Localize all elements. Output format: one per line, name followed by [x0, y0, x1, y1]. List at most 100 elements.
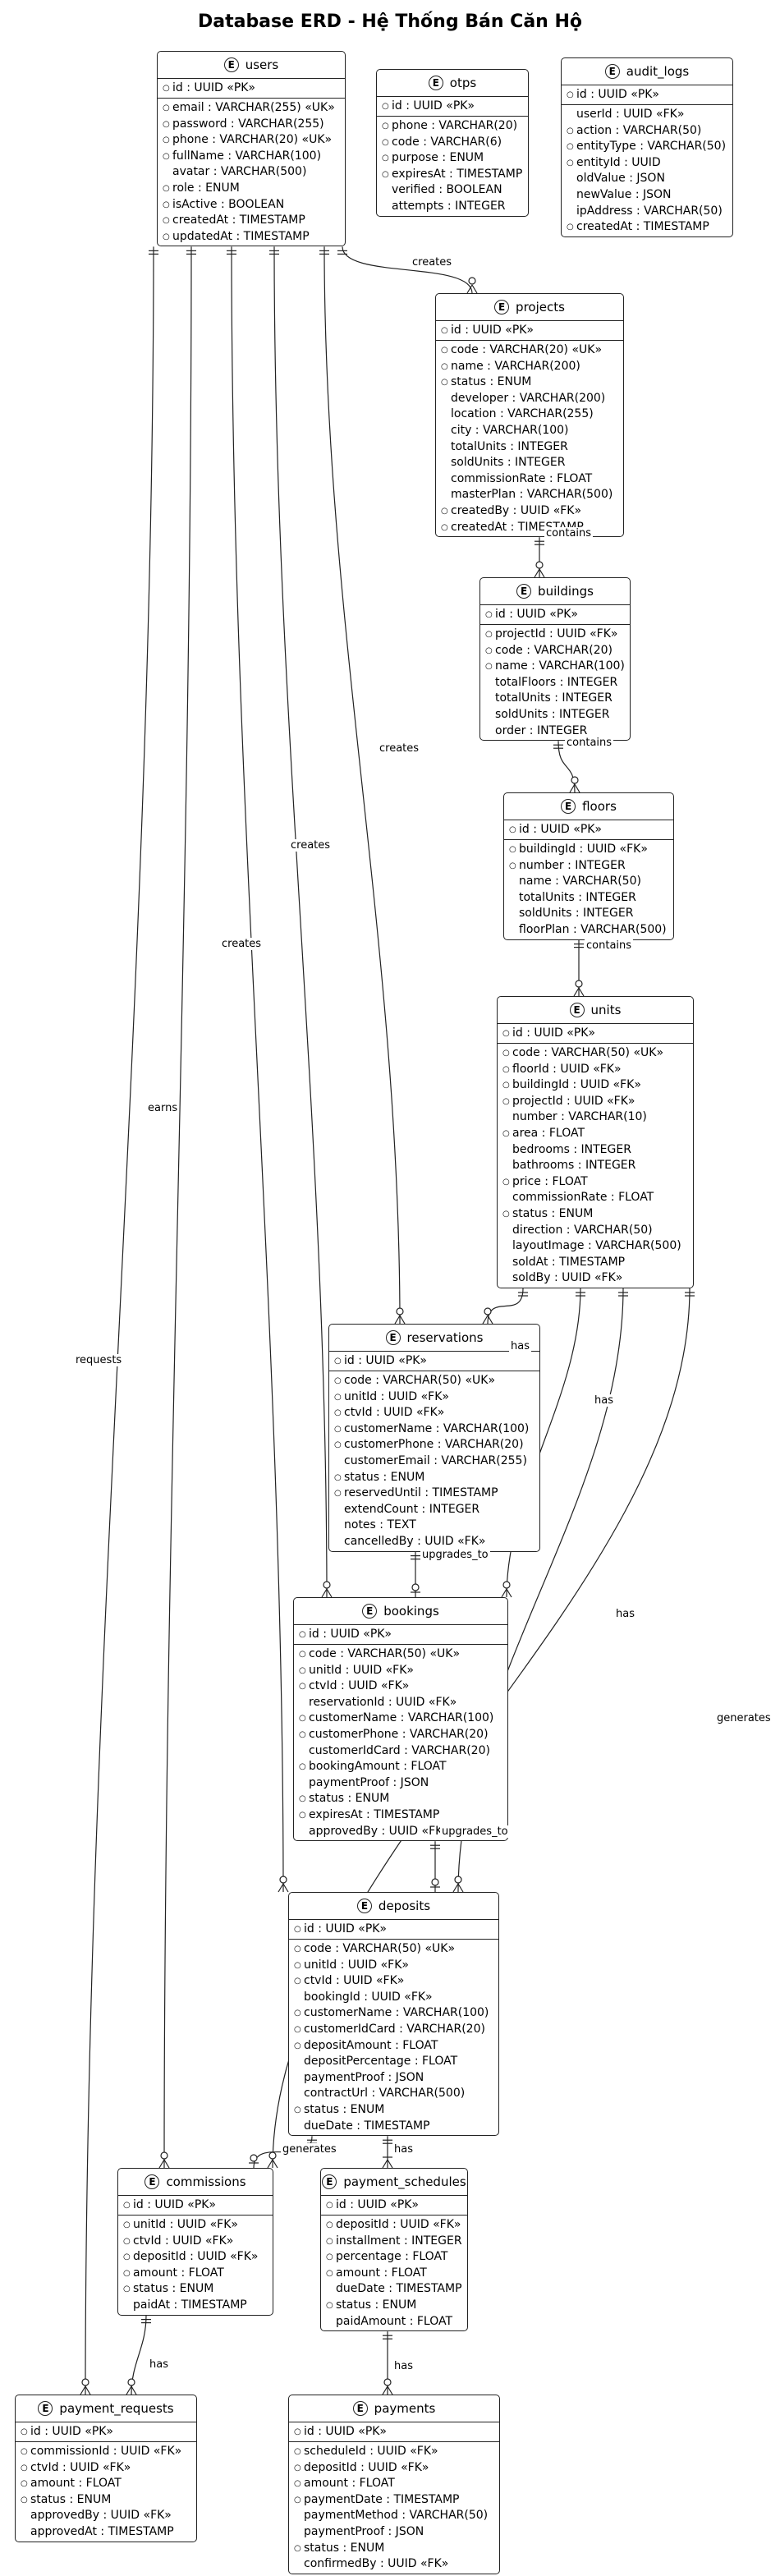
one-marker-icon — [149, 250, 158, 255]
attribute-row: extendCount : INTEGER — [329, 1502, 539, 1518]
relation-projects-buildings — [534, 537, 545, 578]
attribute-row: ○fullName : VARCHAR(100) — [158, 149, 345, 165]
entity-name: users — [245, 57, 279, 72]
required-marker-icon: ○ — [502, 1209, 510, 1219]
attribute-label: paidAmount : FLOAT — [336, 2314, 453, 2328]
required-marker-icon: ○ — [299, 1714, 306, 1724]
one-marker-icon — [574, 943, 584, 948]
attribute-row: depositPercentage : FLOAT — [289, 2054, 498, 2070]
entity-name: payment_schedules — [343, 2174, 466, 2189]
attribute-row: developer : VARCHAR(200) — [436, 391, 623, 407]
relation-label: creates — [289, 839, 333, 852]
required-marker-icon: ○ — [326, 2236, 333, 2246]
attribute-label: soldBy : UUID «FK» — [512, 1271, 623, 1285]
attribute-label: bedrooms : INTEGER — [512, 1142, 631, 1156]
required-marker-icon: ○ — [163, 151, 170, 161]
attribute-list: ○commissionId : UUID «FK»○ctvId : UUID «… — [16, 2442, 196, 2544]
attribute-label: id : UUID «PK» — [133, 2198, 217, 2211]
required-marker-icon: ○ — [299, 1682, 306, 1692]
entity-name: buildings — [538, 584, 594, 599]
required-marker-icon: ○ — [567, 126, 574, 135]
one-marker-icon — [553, 744, 563, 749]
attribute-label: ctvId : UUID «FK» — [344, 1406, 445, 1420]
entity-name: otps — [449, 76, 477, 90]
attribute-label: status : ENUM — [451, 375, 532, 389]
primary-key-attribute: ○id : UUID «PK» — [436, 321, 623, 340]
entity-badge-icon: E — [516, 584, 532, 599]
required-marker-icon: ○ — [299, 1810, 306, 1820]
primary-key-section: ○id : UUID «PK» — [436, 321, 623, 341]
attribute-label: customerEmail : VARCHAR(255) — [344, 1453, 527, 1467]
required-marker-icon: ○ — [123, 2201, 131, 2210]
relation-label: has — [614, 1608, 636, 1620]
required-marker-icon: ○ — [163, 183, 170, 193]
attribute-label: buildingId : UUID «FK» — [519, 843, 648, 856]
attribute-label: code : VARCHAR(50) «UK» — [512, 1046, 664, 1059]
attribute-label: commissionRate : FLOAT — [451, 471, 593, 485]
one-marker-icon — [337, 250, 347, 255]
entity-badge-icon: E — [385, 1330, 401, 1345]
required-marker-icon: ○ — [294, 2427, 301, 2436]
attribute-row: dueDate : TIMESTAMP — [321, 2281, 467, 2298]
zero-many-marker-icon — [534, 561, 545, 578]
one-many-marker-icon — [382, 2156, 393, 2169]
required-marker-icon: ○ — [294, 1977, 301, 1986]
attribute-label: status : ENUM — [336, 2298, 417, 2312]
required-marker-icon: ○ — [294, 1945, 301, 1954]
required-marker-icon: ○ — [334, 1376, 342, 1385]
attribute-row: ○createdBy : UUID «FK» — [436, 503, 623, 520]
attribute-label: masterPlan : VARCHAR(500) — [451, 488, 613, 502]
one-marker-icon — [383, 2335, 392, 2340]
attribute-label: code : VARCHAR(50) «UK» — [344, 1374, 496, 1387]
attribute-row: paymentProof : JSON — [289, 2070, 498, 2087]
attribute-label: code : VARCHAR(50) «UK» — [304, 1942, 456, 1955]
primary-key-attribute: ○id : UUID «PK» — [562, 85, 732, 104]
attribute-label: createdAt : TIMESTAMP — [576, 220, 709, 234]
attribute-row: ○bookingAmount : FLOAT — [294, 1759, 507, 1775]
attribute-row: ○isActive : BOOLEAN — [158, 197, 345, 214]
relation-users-bookings — [269, 246, 333, 1598]
required-marker-icon: ○ — [299, 1650, 306, 1659]
required-marker-icon: ○ — [509, 825, 516, 834]
required-marker-icon: ○ — [382, 169, 389, 179]
required-marker-icon: ○ — [382, 154, 389, 163]
attribute-label: unitId : UUID «FK» — [309, 1663, 414, 1677]
required-marker-icon: ○ — [441, 361, 448, 371]
required-marker-icon: ○ — [294, 2495, 301, 2505]
required-marker-icon: ○ — [326, 2300, 333, 2310]
attribute-label: cancelledBy : UUID «FK» — [344, 1534, 486, 1548]
relation-line — [231, 246, 284, 1893]
attribute-row: ○status : ENUM — [294, 1791, 507, 1807]
primary-key-section: ○id : UUID «PK» — [329, 1352, 539, 1371]
required-marker-icon: ○ — [21, 2463, 28, 2473]
attribute-row: ○depositId : UUID «FK» — [321, 2217, 467, 2234]
attribute-label: oldValue : JSON — [576, 172, 665, 186]
zero-many-marker-icon — [466, 277, 478, 294]
required-marker-icon: ○ — [326, 2220, 333, 2229]
entity-badge-icon: E — [223, 57, 239, 72]
required-marker-icon: ○ — [21, 2447, 28, 2456]
attribute-label: customerName : VARCHAR(100) — [304, 2006, 489, 2020]
zero-many-marker-icon — [452, 1876, 464, 1893]
attribute-label: paidAt : TIMESTAMP — [133, 2298, 247, 2312]
attribute-label: attempts : INTEGER — [392, 199, 506, 213]
zero-many-marker-icon — [80, 2378, 91, 2395]
attribute-label: phone : VARCHAR(20) — [392, 119, 518, 132]
attribute-row: ○paymentDate : TIMESTAMP — [289, 2492, 499, 2509]
one-marker-icon — [383, 2139, 392, 2144]
attribute-label: depositId : UUID «FK» — [304, 2460, 429, 2474]
attribute-label: avatar : VARCHAR(500) — [172, 165, 307, 179]
attribute-label: depositId : UUID «FK» — [336, 2218, 461, 2231]
attribute-row: ○createdAt : TIMESTAMP — [158, 213, 345, 229]
attribute-row: ○price : FLOAT — [498, 1174, 693, 1191]
primary-key-section: ○id : UUID «PK» — [321, 2196, 467, 2216]
entity-name: projects — [516, 300, 565, 315]
attribute-row: commissionRate : FLOAT — [498, 1190, 693, 1206]
attribute-row: ○status : ENUM — [321, 2298, 467, 2314]
primary-key-section: ○id : UUID «PK» — [504, 820, 673, 840]
relation-label: creates — [411, 256, 454, 269]
attribute-row: confirmedBy : UUID «FK» — [289, 2556, 499, 2573]
